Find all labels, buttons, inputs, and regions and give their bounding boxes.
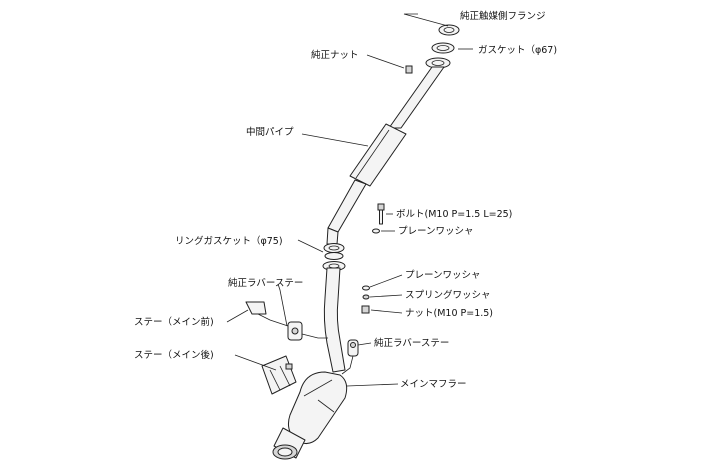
label-stay-main-rear: ステー（メイン後) (134, 349, 214, 361)
label-spring-washer: スプリングワッシャ (405, 289, 491, 301)
label-stock-nut: 純正ナット (311, 49, 359, 61)
joint-upper-flange (323, 243, 345, 253)
label-stock-rubber-stay-right: 純正ラバーステー (374, 337, 449, 349)
plain-washer-upper-part (372, 228, 380, 234)
label-plain-washer-upper: プレーンワッシャ (398, 226, 474, 237)
label-stay-main-front: ステー（メイン前) (134, 316, 214, 328)
ring-gasket-75-part (324, 252, 344, 260)
label-plain-washer-lower: プレーンワッシャ (405, 270, 481, 281)
nut-part (361, 305, 370, 314)
label-stock-rubber-stay-left: 純正ラバーステー (228, 277, 303, 289)
bolt-part (377, 203, 385, 225)
label-nut: ナット(M10 P=1.5) (405, 308, 493, 319)
plain-washer-lower-part (362, 285, 370, 291)
label-main-muffler: メインマフラー (400, 379, 467, 390)
main-muffler-part (272, 371, 348, 460)
muffler-inlet-pipe-part (323, 267, 346, 373)
stay-main-front-part (245, 301, 289, 327)
gasket-67-part (431, 42, 455, 54)
stock-nut-part (405, 65, 413, 74)
label-center-pipe: 中間パイプ (246, 126, 294, 138)
center-pipe-part (326, 66, 445, 245)
spring-washer-part (362, 294, 370, 300)
stock-rubber-stay-left-part (287, 321, 328, 341)
catalyst-flange-part (438, 24, 460, 36)
label-bolt: ボルト(M10 P=1.5 L=25) (396, 209, 512, 220)
label-ring-gasket-75: リングガスケット（φ75) (175, 235, 283, 247)
stay-main-rear-part (261, 355, 297, 395)
label-gasket-67: ガスケット（φ67) (478, 44, 557, 56)
stock-rubber-stay-right-part (341, 339, 359, 375)
label-catalyst-flange: 純正触媒側フランジ (460, 10, 546, 22)
